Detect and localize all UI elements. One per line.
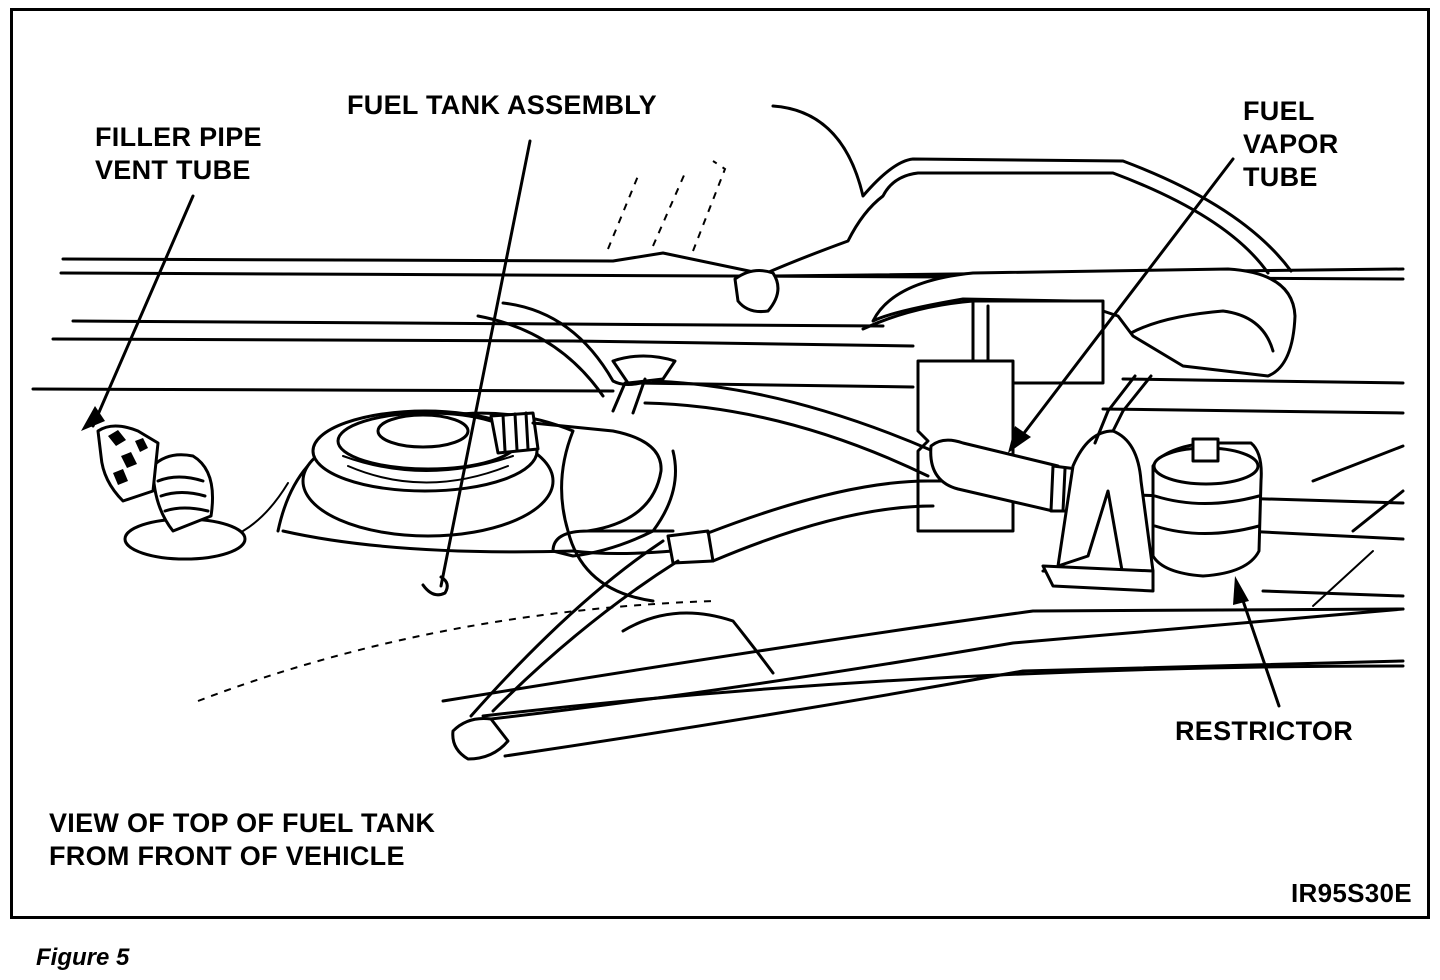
filler-vent-fitting xyxy=(96,424,289,561)
view-note: VIEW OF TOP OF FUEL TANK FROM FRONT OF V… xyxy=(49,808,436,871)
hidden-lines xyxy=(197,160,727,702)
fuel-hoses xyxy=(451,301,1405,761)
label-fuel-tank-assembly: FUEL TANK ASSEMBLY xyxy=(347,90,657,120)
fuel-pump-module xyxy=(301,409,555,538)
callout-leaders xyxy=(81,139,1281,708)
label-filler-pipe-vent-tube: FILLER PIPE VENT TUBE xyxy=(95,122,262,185)
upper-vent-hose xyxy=(733,104,1293,313)
label-restrictor: RESTRICTOR xyxy=(1175,716,1354,746)
fuel-tank-illustration xyxy=(31,104,1405,761)
figure-code: IR95S30E xyxy=(1291,878,1412,908)
label-fuel-vapor-tube: FUEL VAPOR TUBE xyxy=(1243,96,1339,192)
figure-caption: Figure 5 xyxy=(36,944,130,971)
diagram-frame: FILLER PIPE VENT TUBE FUEL TANK ASSEMBLY… xyxy=(10,8,1430,919)
restrictor-assembly xyxy=(1041,374,1263,593)
